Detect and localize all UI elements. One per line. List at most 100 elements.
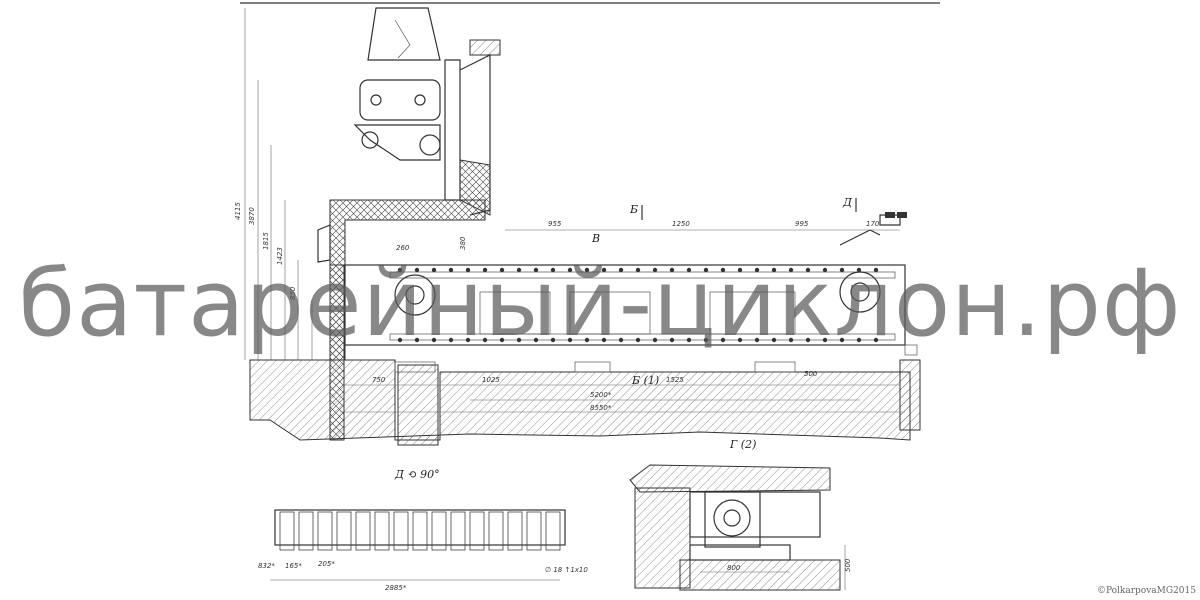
chain-link [839, 267, 845, 273]
chain-link [397, 267, 403, 273]
chain-link [635, 267, 641, 273]
overall-dim-1: 5200* [590, 391, 612, 399]
chain-link [754, 267, 760, 273]
chain-link [669, 337, 675, 343]
height-dim-5: 850 [289, 286, 297, 300]
chain-link [686, 337, 692, 343]
chain-link [601, 337, 607, 343]
detail-d-view: Д ⟲ 90° 832* 165* 205* 2885* ∅ 18 ↑1x10 [258, 468, 588, 592]
chain-link [448, 267, 454, 273]
chain-link [873, 267, 879, 273]
chain-link [703, 337, 709, 343]
chain-link [856, 337, 862, 343]
chain-link [652, 267, 658, 273]
chain-link [550, 337, 556, 343]
detail-tooth [507, 511, 523, 551]
top-dim-1: 955 [548, 220, 562, 228]
detail-d-label: Д ⟲ 90° [394, 468, 440, 481]
mark-v: В [591, 232, 600, 245]
chain-link [618, 267, 624, 273]
chain-link [856, 267, 862, 273]
top-dim-2: 1250 [672, 220, 690, 228]
chain-link [737, 267, 743, 273]
detail-dim-3: 205* [318, 560, 335, 568]
bottom-dim-2: 1025 [482, 376, 500, 384]
chain-link [465, 337, 471, 343]
chain-link [567, 267, 573, 273]
height-dim-2: 3870 [248, 207, 256, 225]
chain-link [822, 267, 828, 273]
drive-sprocket [394, 274, 436, 316]
chain-link [737, 337, 743, 343]
section-g-dim-2: 500 [844, 558, 852, 572]
chain-link [601, 267, 607, 273]
chain-link [618, 337, 624, 343]
left-wall [317, 199, 486, 361]
chain-link [873, 337, 879, 343]
chain-link [431, 337, 437, 343]
chain-link [550, 267, 556, 273]
detail-note: ∅ 18 ↑1x10 [545, 566, 588, 574]
chain-link [516, 267, 522, 273]
top-dim-3: 995 [795, 220, 809, 228]
chain-link [805, 337, 811, 343]
chain-link [499, 267, 505, 273]
chain-link [805, 267, 811, 273]
detail-dim-2: 165* [285, 562, 302, 570]
chain-link [703, 267, 709, 273]
detail-tooth [545, 511, 561, 551]
height-dim-6: 380 [459, 236, 467, 250]
detail-dim-4: 2885* [385, 584, 407, 592]
chain-link [397, 337, 403, 343]
chain-link [788, 267, 794, 273]
chain-link [414, 267, 420, 273]
chain-link [669, 267, 675, 273]
chain-link [414, 337, 420, 343]
detail-tooth [298, 511, 314, 551]
detail-tooth [450, 511, 466, 551]
section-g-label: Г (2) [729, 438, 756, 451]
section-mark-b-bottom: Б (1) [631, 374, 659, 387]
detail-tooth [431, 511, 447, 551]
section-mark-d: Д [842, 196, 853, 209]
detail-tooth [279, 511, 295, 551]
chain-link [465, 267, 471, 273]
chain-link [652, 337, 658, 343]
bottom-dim-4: 500 [804, 370, 818, 378]
detail-tooth [393, 511, 409, 551]
main-dimensions [244, 8, 905, 413]
chain-links [397, 267, 879, 343]
detail-tooth [526, 511, 542, 551]
section-g-view: Г (2) 800 500 [629, 438, 852, 591]
detail-tooth [317, 511, 333, 551]
height-dim-1: 4115 [234, 202, 242, 220]
detail-tooth [412, 511, 428, 551]
chain-link [754, 337, 760, 343]
chain-link [839, 337, 845, 343]
top-dim-4: 170 [866, 220, 880, 228]
small-dim-260: 260 [396, 244, 410, 252]
chain-link [720, 337, 726, 343]
detail-tooth [374, 511, 390, 551]
detail-tooth [336, 511, 352, 551]
chain-link [533, 337, 539, 343]
chain-link [771, 267, 777, 273]
hopper-assembly [353, 7, 501, 216]
watermark-text: батарейный-циклон.рф [18, 250, 1182, 357]
chain-link [482, 337, 488, 343]
overall-dim-2: 8550* [590, 404, 612, 412]
chain-link [584, 267, 590, 273]
height-dim-3: 1815 [262, 232, 270, 250]
detail-tooth [355, 511, 371, 551]
chain-link [482, 267, 488, 273]
chain-link [448, 337, 454, 343]
tail-sprocket [839, 271, 881, 313]
height-dim-4: 1423 [276, 247, 284, 265]
detail-tooth [469, 511, 485, 551]
detail-tooth [488, 511, 504, 551]
bottom-dim-1: 750 [372, 376, 386, 384]
chain-link [720, 267, 726, 273]
section-mark-b: Б [629, 203, 638, 216]
section-g-dim-1: 800 [727, 564, 741, 572]
